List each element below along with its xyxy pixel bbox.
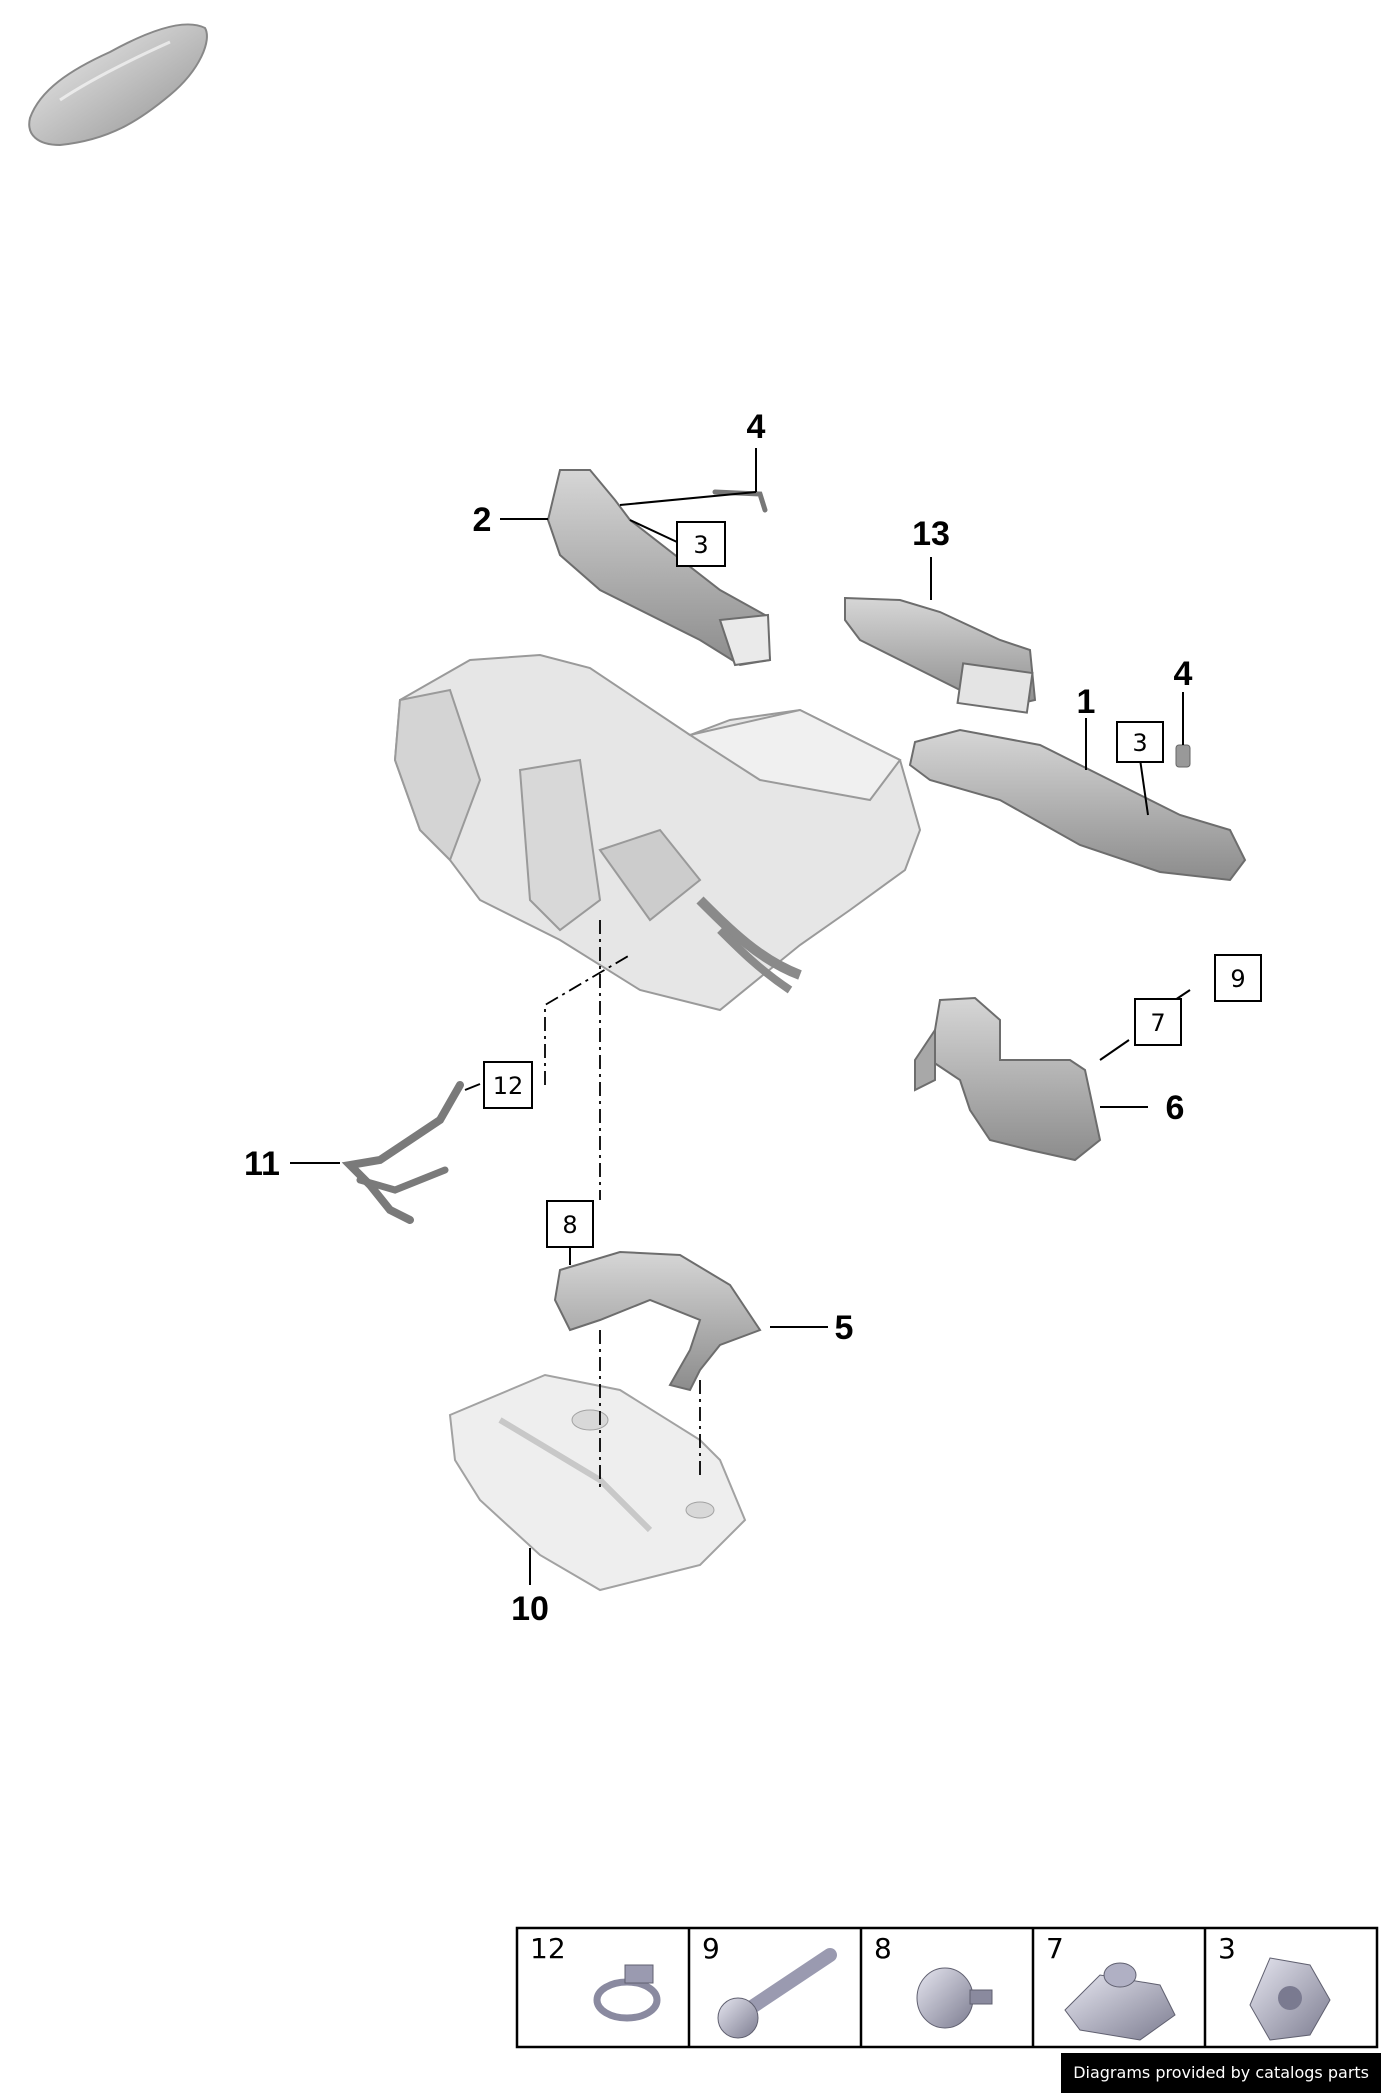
duct-part-6 [914,996,1102,1162]
duct-part-1 [908,728,1247,882]
legend-number-9: 9 [702,1932,720,1965]
legend-number-7: 7 [1046,1932,1064,1965]
pipe-part-11 [341,1081,464,1224]
boxed-callout-3-upper: 3 [676,521,726,567]
callout-4-right: 4 [1174,655,1193,693]
callout-4-upper: 4 [747,408,766,446]
callout-6: 6 [1166,1089,1185,1127]
boxed-callout-9: 9 [1214,954,1262,1002]
duct-part-2 [546,469,772,667]
duct-part-13 [844,596,1037,714]
hvac-unit [393,653,922,1012]
svg-text:9: 9 [1230,965,1245,993]
boxed-callouts: 3 3 7 8 9 12 [483,521,1262,1248]
leader-lines [290,448,1191,1585]
car-thumbnail-icon [28,23,208,147]
legend-number-8: 8 [874,1932,892,1965]
boxed-callout-3-right: 3 [1116,721,1164,763]
callout-5: 5 [835,1309,854,1347]
hex-nut-icon [1249,1957,1331,2041]
callouts: 1 2 4 4 5 6 10 11 13 [244,408,1193,1628]
duct-part-5 [553,1250,762,1392]
hose-clamp-icon [593,1964,661,2022]
svg-text:7: 7 [1150,1009,1165,1037]
clip-nut-icon [1064,1962,1176,2041]
svg-text:8: 8 [562,1211,577,1239]
boxed-callout-12: 12 [483,1061,533,1109]
callout-13: 13 [912,515,950,553]
callout-10: 10 [511,1590,549,1628]
callout-1: 1 [1077,683,1096,721]
legend-number-3: 3 [1218,1932,1236,1965]
sensor-part-4-right [1175,744,1191,768]
svg-text:12: 12 [493,1072,524,1100]
diagram-credit: Diagrams provided by catalogs parts [1061,2053,1381,2093]
dashed-assembly-lines [544,920,701,1490]
callout-2: 2 [473,501,492,539]
boxed-callout-7: 7 [1134,998,1182,1046]
shield-part-10 [448,1373,747,1592]
boxed-callout-8: 8 [546,1200,594,1248]
callout-11: 11 [244,1145,280,1183]
expansion-nut-icon [916,1967,993,2029]
svg-text:3: 3 [693,531,708,559]
svg-text:3: 3 [1132,729,1147,757]
sensor-part-4-upper [712,489,768,513]
bolt-icon [717,1948,837,2039]
hardware-legend: 12 9 8 7 3 [515,1926,1379,2049]
legend-number-12: 12 [530,1932,566,1965]
